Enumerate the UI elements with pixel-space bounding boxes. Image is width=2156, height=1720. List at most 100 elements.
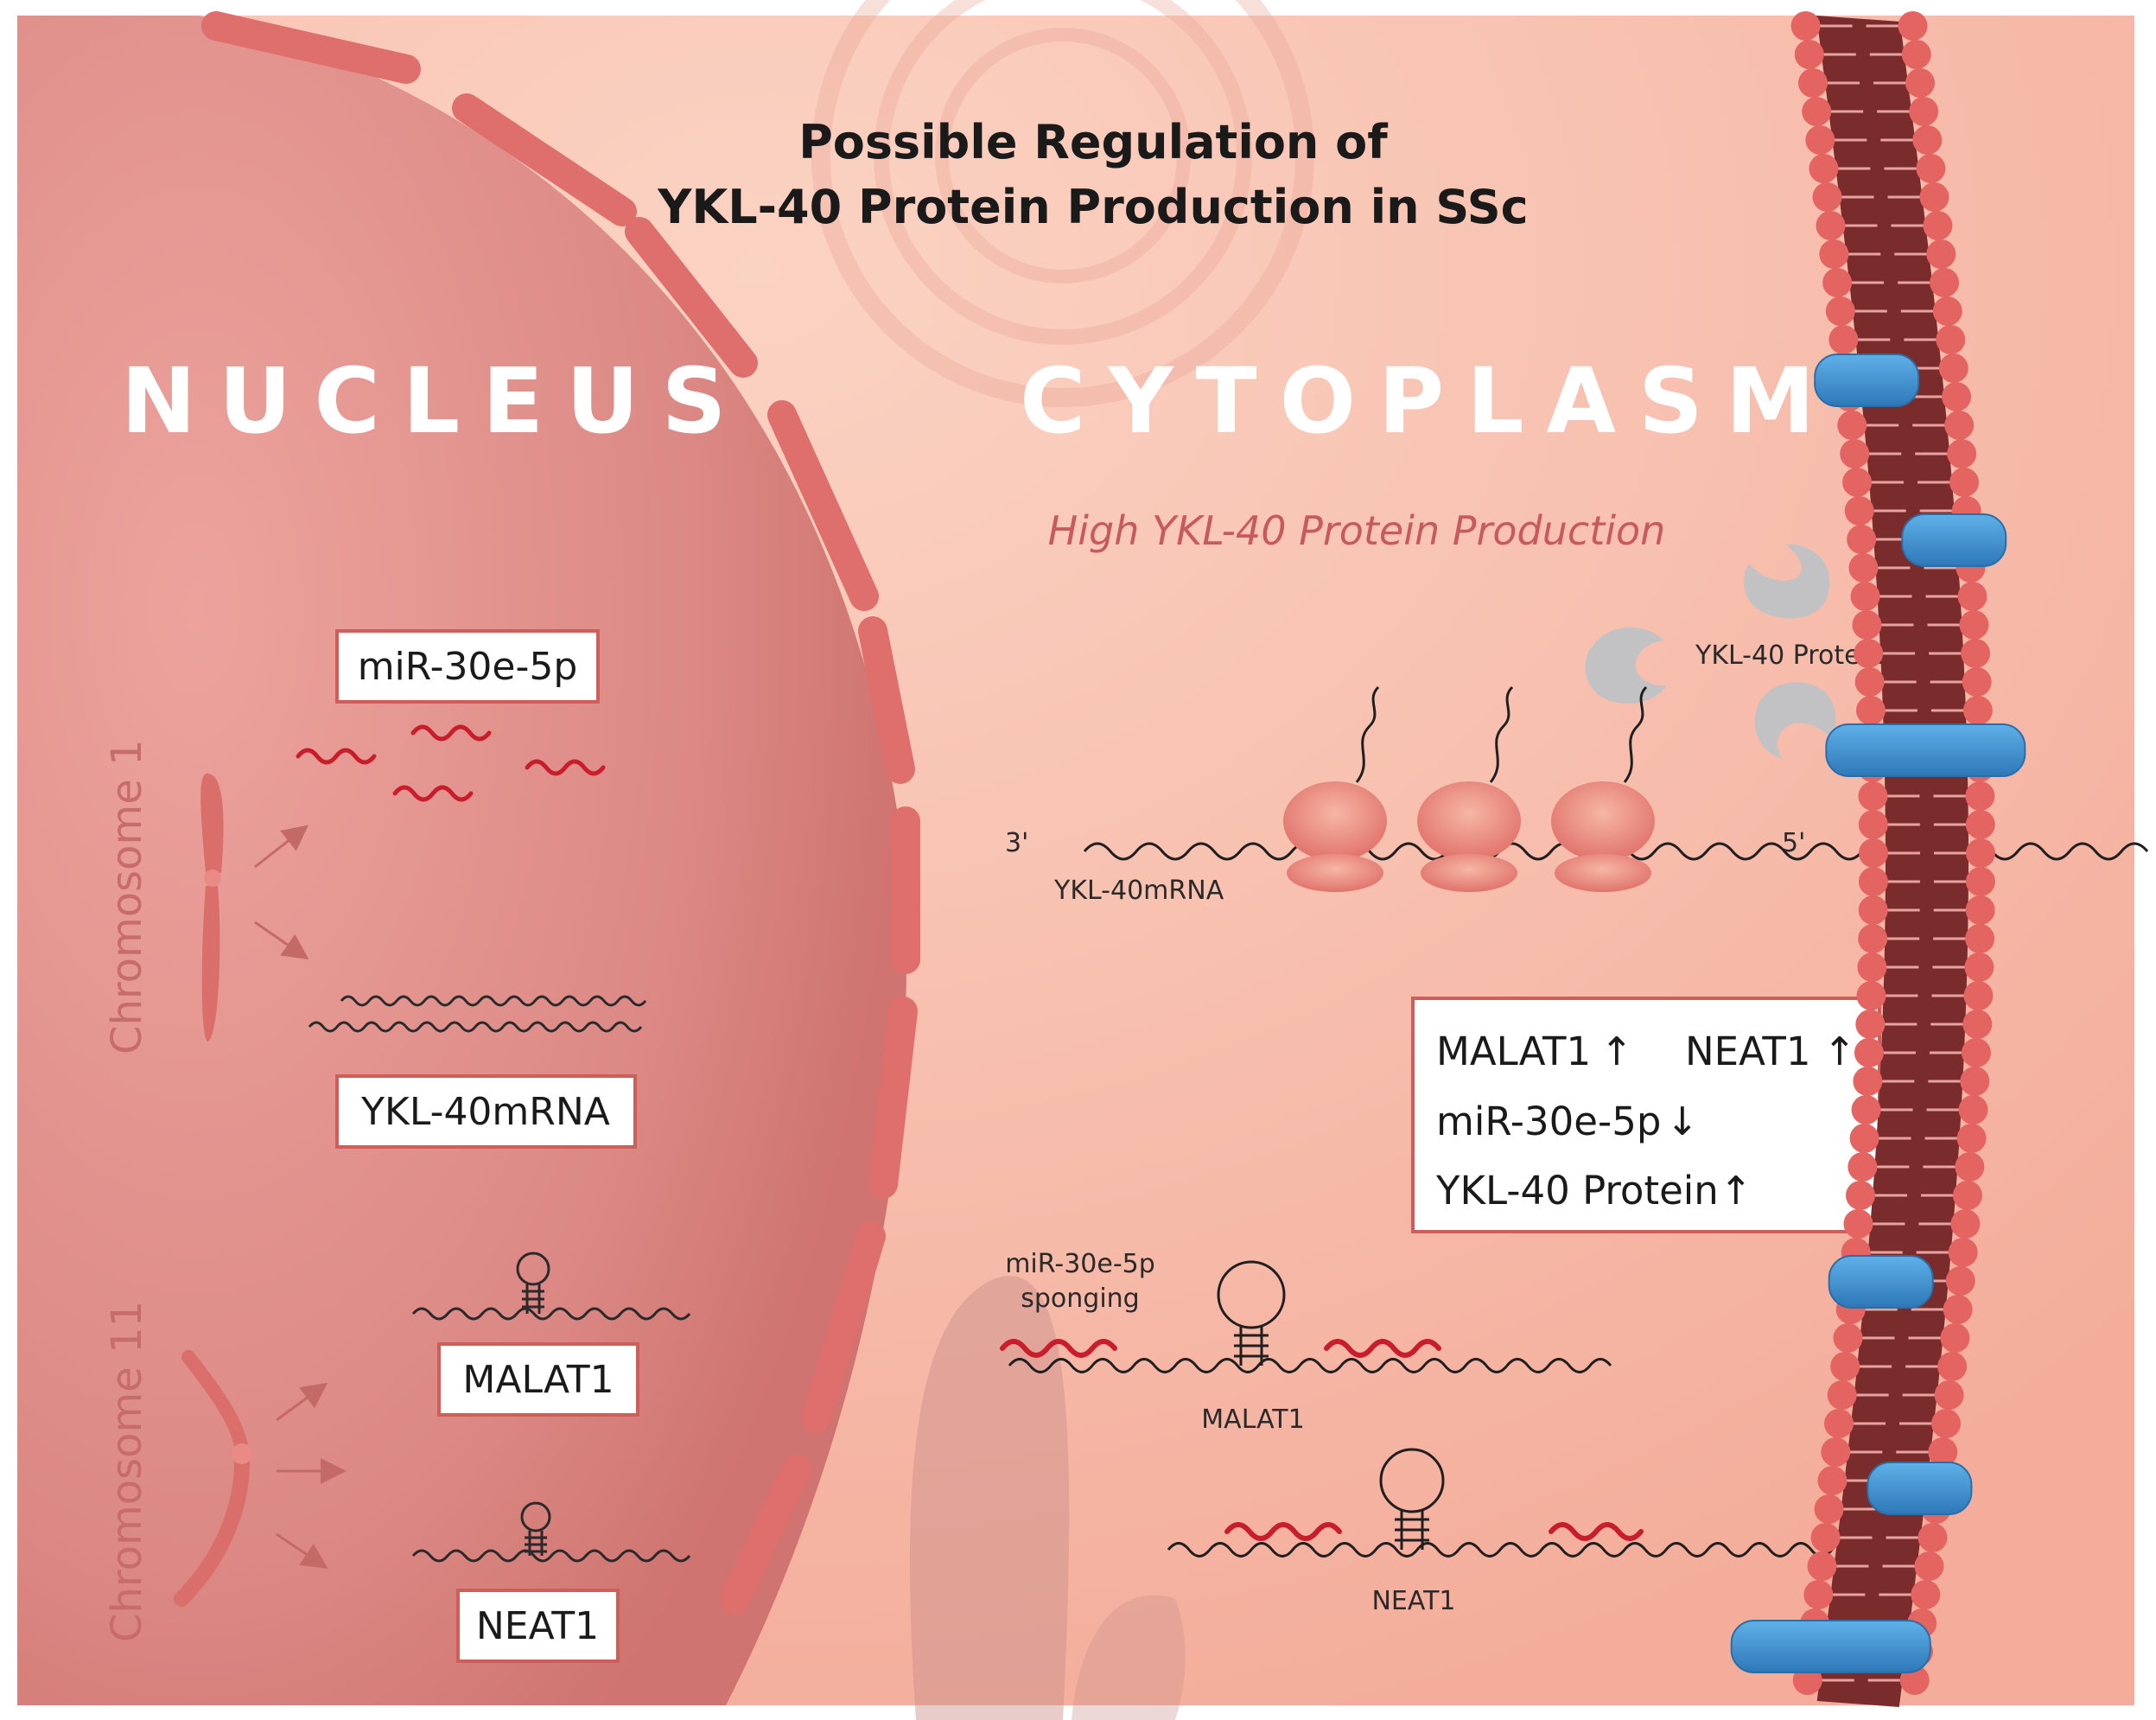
lipid-head xyxy=(1964,952,1994,982)
legend-box xyxy=(1411,997,1881,1233)
chromosome-11 xyxy=(174,1350,252,1607)
cytoplasm-subtitle: High YKL-40 Protein Production xyxy=(1048,507,1666,554)
lipid-head xyxy=(1965,867,1995,896)
lipid-head xyxy=(1854,1038,1884,1067)
cytoplasm-malat1-label: MALAT1 xyxy=(1201,1405,1304,1435)
lipid-head xyxy=(1830,1352,1860,1381)
legend-content: MALAT1 ↑ NEAT1 ↑ miR-30e-5p ↓ YKL-40 Pro… xyxy=(1435,1029,1856,1214)
lipid-head xyxy=(1960,1067,1990,1096)
lipid-head xyxy=(1961,1038,1991,1067)
lipid-head xyxy=(1965,810,1995,839)
membrane-channel-4 xyxy=(1828,1255,1934,1309)
lipid-head xyxy=(1930,268,1960,297)
lipid-head xyxy=(1850,582,1880,611)
lipid-head xyxy=(1937,1352,1968,1381)
lipid-head xyxy=(1898,11,1928,41)
lipid-head xyxy=(1848,553,1879,583)
membrane-channel-5 xyxy=(1867,1462,1973,1515)
ribosome-1 xyxy=(1283,685,1387,892)
lipid-head xyxy=(1961,639,1991,668)
lipid-head xyxy=(1854,667,1885,697)
lipid-head xyxy=(1958,1095,1988,1124)
lipid-head xyxy=(1949,468,1980,497)
cell-membrane xyxy=(1730,11,2026,1707)
lipid-head xyxy=(1938,354,1968,383)
lipid-head xyxy=(1812,182,1842,212)
legend-mir-down-arrow: ↓ xyxy=(1666,1099,1699,1144)
lipid-head xyxy=(1931,1409,1962,1438)
ykl40-protein-3 xyxy=(1754,682,1836,759)
lipid-head xyxy=(1919,182,1949,212)
title-line-1: Possible Regulation of xyxy=(798,115,1388,169)
lipid-head xyxy=(1918,1523,1948,1552)
legend-malat1: MALAT1 xyxy=(1436,1029,1591,1074)
lipid-head xyxy=(1916,154,1946,183)
lipid-head xyxy=(1814,1494,1844,1524)
lipid-head xyxy=(1956,1124,1987,1153)
legend-mir: miR-30e-5p xyxy=(1436,1099,1661,1144)
lipid-head xyxy=(1851,1095,1881,1124)
chromosome-11-label: Chromosome 11 xyxy=(103,1301,151,1642)
lipid-head xyxy=(1944,411,1975,440)
neat1-box-label: NEAT1 xyxy=(476,1604,599,1648)
lipid-head xyxy=(1911,1580,1941,1609)
lipid-head xyxy=(1962,667,1992,697)
ykl40-protein-1 xyxy=(1744,544,1830,619)
sponging-label-line-2: sponging xyxy=(1021,1284,1139,1314)
lipid-head xyxy=(1848,1152,1878,1182)
lipid-head xyxy=(1932,296,1962,326)
nucleus-heading: NUCLEUS xyxy=(121,348,748,454)
lipid-head xyxy=(1803,1580,1834,1609)
lipid-head xyxy=(1833,1323,1863,1353)
lipid-head xyxy=(1858,895,1888,925)
ykl40-protein-label: YKL-40 Protein xyxy=(1695,640,1884,671)
arrow-chr1-mir xyxy=(254,825,309,869)
lipid-head xyxy=(1962,1010,1993,1039)
arrow-chr11-neat1 xyxy=(276,1532,328,1570)
chromosome-1 xyxy=(200,774,224,1042)
cytoplasm-heading: CYTOPLASM xyxy=(1020,348,1837,454)
cytoplasm-mrna-label: YKL-40mRNA xyxy=(1053,876,1224,906)
lipid-head xyxy=(1844,496,1874,526)
lipid-head xyxy=(1858,867,1888,896)
title-line-2: YKL-40 Protein Production in SSc xyxy=(657,180,1528,234)
lipid-head xyxy=(1858,781,1888,811)
lipid-head xyxy=(1855,1010,1886,1039)
lipid-head xyxy=(1940,1323,1970,1353)
ribosomes xyxy=(1283,685,1655,892)
lipid-head xyxy=(1909,97,1939,126)
organelle-faint-lower xyxy=(909,1276,1070,1720)
lipid-head xyxy=(1816,211,1846,240)
lipid-head xyxy=(1842,468,1873,497)
lipid-head xyxy=(1858,924,1888,953)
nuclear-neat1-hairpin xyxy=(411,1501,691,1563)
cytoplasm-neat1-label: NEAT1 xyxy=(1371,1586,1455,1616)
malat1-box xyxy=(437,1342,639,1417)
lipid-head xyxy=(1822,268,1853,297)
lipid-head xyxy=(1965,924,1995,953)
lipid-head xyxy=(1952,1181,1982,1210)
lipid-head xyxy=(1857,952,1887,982)
lipid-head xyxy=(1965,895,1995,925)
nuclear-mirna xyxy=(296,724,606,802)
lipid-head xyxy=(1821,1437,1851,1467)
lipid-head xyxy=(1965,838,1995,868)
lipid-head xyxy=(1947,439,1977,468)
ribosome-3 xyxy=(1551,685,1655,892)
lipid-head xyxy=(1819,239,1849,269)
legend-neat1-up-arrow: ↑ xyxy=(1823,1029,1856,1074)
lipid-head xyxy=(1837,411,1867,440)
lipid-head xyxy=(1965,781,1995,811)
lipid-head xyxy=(1802,97,1832,126)
arrow-chr11-malat1 xyxy=(276,1382,328,1422)
lipid-head xyxy=(1943,1295,1973,1324)
lipid-head xyxy=(1858,810,1888,839)
lipid-head xyxy=(1810,1523,1841,1552)
lipid-head xyxy=(1950,1209,1981,1239)
lipid-head xyxy=(1959,610,1989,640)
lipid-head xyxy=(1912,125,1943,155)
lipid-head xyxy=(1845,1181,1875,1210)
lipid-head xyxy=(1948,1238,1978,1267)
lipid-head xyxy=(1825,296,1855,326)
